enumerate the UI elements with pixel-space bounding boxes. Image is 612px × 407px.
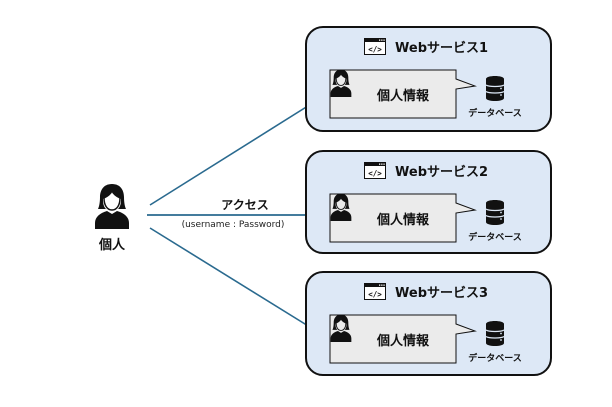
database-label: データベース [468,354,522,364]
code-window-icon: </> [364,283,386,300]
web-service-2: </> Webサービス2 個人情報 データベース [305,150,552,254]
person-icon [330,314,352,342]
service-title: </> Webサービス3 [364,282,488,301]
code-window-icon: </> [364,162,386,179]
database-icon [485,76,505,101]
personal-info-callout: 個人情報 [329,314,479,364]
svg-text:</>: </> [368,290,382,299]
service-title: </> Webサービス1 [364,37,488,56]
personal-info-label: 個人情報 [377,334,430,349]
personal-info-label: 個人情報 [377,89,430,104]
credentials-label: (username : Password) [181,220,285,230]
database-label: データベース [468,233,522,243]
web-service-3: </> Webサービス3 個人情報 データベース [305,271,552,376]
service-title: </> Webサービス2 [364,161,488,180]
database-label: データベース [468,109,522,119]
access-label: アクセス [221,198,269,212]
personal-info-callout: 個人情報 [329,69,479,119]
code-window-icon: </> [364,38,386,55]
person-icon [330,193,352,221]
svg-text:</>: </> [368,45,382,54]
arrow-to-service-3 [149,227,328,338]
person-icon [330,69,352,97]
arrow-to-service-1 [149,93,329,206]
service-title-text: Webサービス2 [395,165,489,180]
database-icon [485,321,505,346]
svg-text:</>: </> [368,169,382,178]
service-title-text: Webサービス3 [395,286,489,301]
personal-info-label: 個人情報 [377,213,430,228]
service-title-text: Webサービス1 [395,41,489,56]
person-icon [95,184,129,229]
user-label: 個人 [98,238,125,253]
database-icon [485,200,505,225]
web-service-1: </> Webサービス1 個人情報 データベース [305,26,552,132]
personal-info-callout: 個人情報 [329,193,479,243]
